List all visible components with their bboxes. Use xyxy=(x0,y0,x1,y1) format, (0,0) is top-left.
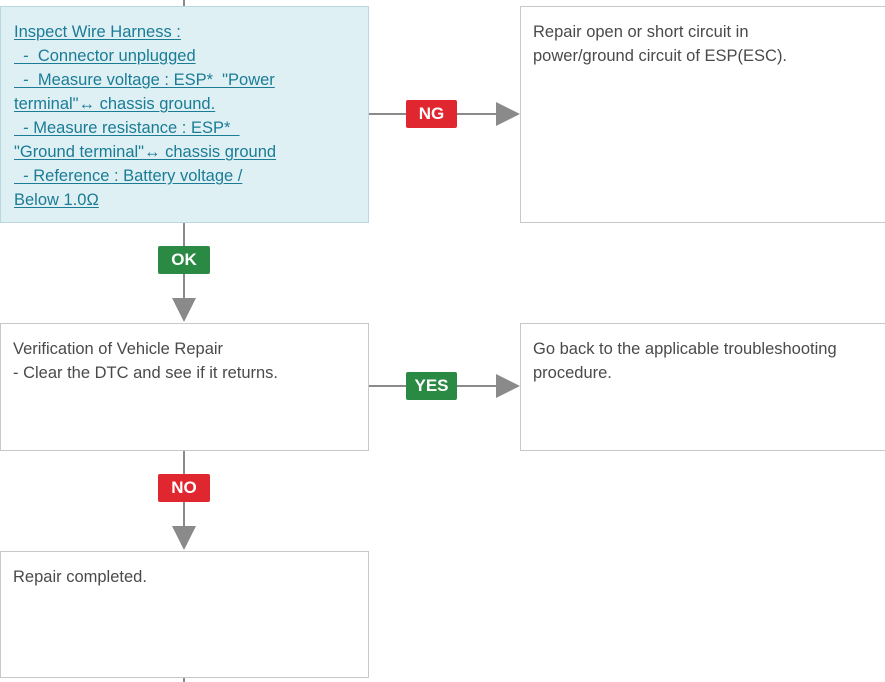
inspect-harness-step-voltage-cont[interactable]: terminal"↔ chassis ground. xyxy=(14,95,216,113)
repair-circuit-line-1: Repair open or short circuit in xyxy=(533,23,749,41)
inspect-harness-step-resistance-cont[interactable]: "Ground terminal"↔ chassis ground xyxy=(14,143,277,161)
arrowhead-yes xyxy=(496,374,520,398)
ng-badge: NG xyxy=(406,100,457,128)
repair-completed-text: Repair completed. xyxy=(13,568,147,586)
arrowhead-ok xyxy=(172,298,196,322)
yes-badge: YES xyxy=(406,372,457,400)
inspect-harness-step-resistance[interactable]: - Measure resistance : ESP* xyxy=(14,119,240,137)
inspect-harness-reference[interactable]: - Reference : Battery voltage / xyxy=(14,167,243,185)
verify-repair-box: Verification of Vehicle Repair - Clear t… xyxy=(0,323,369,451)
repair-circuit-box: Repair open or short circuit in power/gr… xyxy=(520,6,885,223)
go-back-line-2: procedure. xyxy=(533,364,612,382)
arrowhead-ng xyxy=(496,102,520,126)
repair-completed-box: Repair completed. xyxy=(0,551,369,678)
verify-repair-title: Verification of Vehicle Repair xyxy=(13,340,224,358)
arrowhead-no xyxy=(172,526,196,550)
inspect-harness-reference-cont[interactable]: Below 1.0Ω xyxy=(14,191,99,209)
verify-repair-instruction: - Clear the DTC and see if it returns. xyxy=(13,364,279,382)
inspect-harness-title[interactable]: Inspect Wire Harness : xyxy=(14,23,181,41)
inspect-harness-box: Inspect Wire Harness : - Connector unplu… xyxy=(0,6,369,223)
no-badge: NO xyxy=(158,474,210,502)
repair-circuit-line-2: power/ground circuit of ESP(ESC). xyxy=(533,47,788,65)
go-back-box: Go back to the applicable troubleshootin… xyxy=(520,323,885,451)
ok-badge: OK xyxy=(158,246,210,274)
go-back-line-1: Go back to the applicable troubleshootin… xyxy=(533,340,837,358)
inspect-harness-step-connector[interactable]: - Connector unplugged xyxy=(14,47,196,65)
inspect-harness-step-voltage[interactable]: - Measure voltage : ESP* "Power xyxy=(14,71,275,89)
